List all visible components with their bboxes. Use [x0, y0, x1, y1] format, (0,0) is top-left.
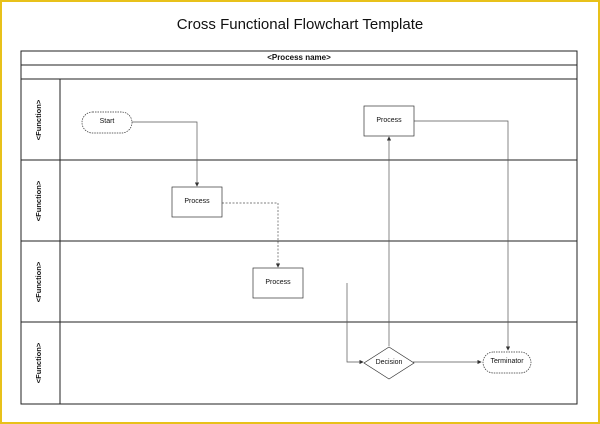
connector-process-to-terminator [414, 120, 511, 351]
lane-label-3: <Function> [34, 261, 43, 303]
end-terminator-shape [482, 351, 532, 374]
connector-process-to-process [222, 202, 281, 268]
start-terminator-shape [81, 111, 133, 134]
diagram-title: Cross Functional Flowchart Template [176, 16, 424, 33]
lane-label-1: <Function> [34, 99, 43, 141]
table-border [20, 50, 578, 405]
lane-label-4: <Function> [34, 342, 43, 384]
connector-start-to-process [131, 121, 200, 187]
process-shape-2 [171, 186, 223, 218]
process-shape-3 [252, 267, 304, 299]
decision-shape [363, 346, 415, 380]
lane-label-2: <Function> [34, 180, 43, 222]
connector-process-to-decision [346, 283, 364, 365]
process-shape-1 [363, 105, 415, 137]
